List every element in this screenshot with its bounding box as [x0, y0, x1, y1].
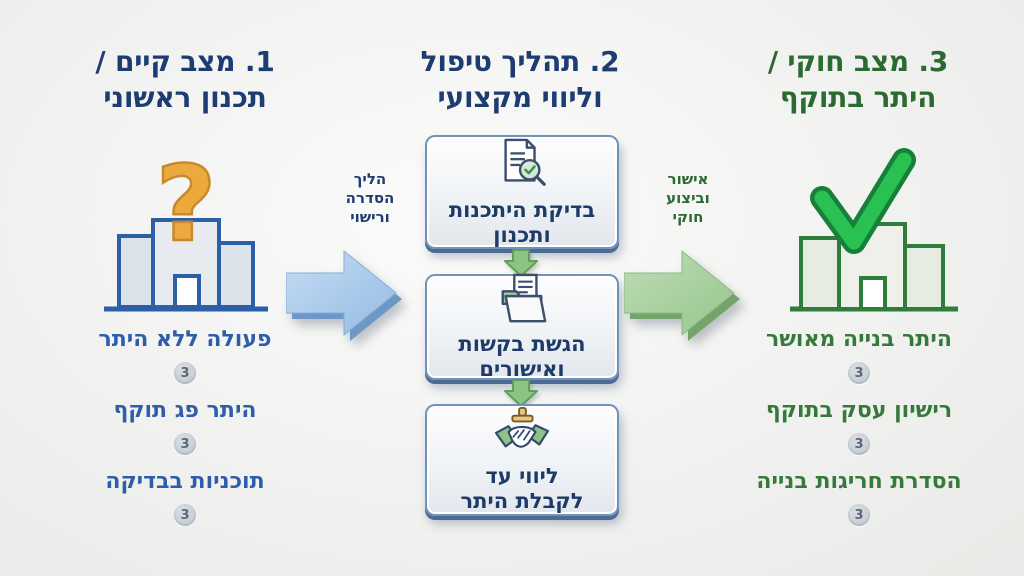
flow-box-feasibility: בדיקת היתכנות ותכנון	[425, 135, 619, 249]
list-item: הסדרת חריגות בנייה	[756, 469, 962, 494]
stage1-title: 1. מצב קיים / תכנון ראשוני	[30, 44, 340, 116]
list-item: תוכניות בבדיקה	[105, 469, 265, 494]
building-question-icon: ?	[100, 142, 274, 320]
stage3-title-line1: 3. מצב חוקי /	[767, 45, 949, 78]
flow-down-arrow-icon	[503, 249, 539, 281]
flow-box-label-line2: ותכנון	[493, 222, 551, 247]
flow-box-label: בדיקת היתכנות ותכנון	[449, 198, 595, 248]
list-item: היתר פג תוקף	[113, 398, 257, 423]
svg-text:?: ?	[156, 146, 216, 265]
transition-label-line2: וביצוע	[666, 189, 710, 207]
flow-down-arrow-icon	[503, 379, 539, 411]
folder-documents-icon	[495, 273, 549, 329]
list-item: רישיון עסק בתוקף	[765, 398, 953, 423]
stage2-title: 2. תהליך טיפול וליווי מקצועי	[365, 44, 675, 116]
flow-box-label-line1: ליווי עד	[485, 463, 559, 488]
count-badge: 3	[848, 433, 870, 455]
count-badge: 3	[174, 433, 196, 455]
stage2-title-line1: 2. תהליך טיפול	[420, 45, 620, 78]
stage3-item-list: היתר בנייה מאושר 3 רישיון עסק בתוקף 3 הס…	[732, 326, 986, 539]
stage1-title-line1: 1. מצב קיים /	[95, 45, 275, 78]
green-right-arrow-icon	[623, 243, 742, 349]
count-badge: 3	[848, 362, 870, 384]
flow-box-escort: ליווי עד לקבלת היתר	[425, 404, 619, 516]
blue-right-arrow-icon	[285, 243, 404, 349]
flow-box-label-line2: ואישורים	[479, 356, 565, 381]
stage3-title-line2: היתר בתוקף	[779, 81, 937, 114]
list-item: פעולה ללא היתר	[98, 327, 272, 352]
transition-label-line2: הסדרה	[345, 189, 395, 207]
transition-label-line3: חוקי	[672, 208, 704, 226]
stage1-item-list: פעולה ללא היתר 3 היתר פג תוקף 3 תוכניות …	[58, 326, 312, 539]
transition-label-line3: ורישוי	[350, 208, 390, 226]
count-badge: 3	[848, 504, 870, 526]
stage3-title: 3. מצב חוקי / היתר בתוקף	[703, 44, 1013, 116]
transition-regulation-label: הליך הסדרה ורישוי	[316, 170, 424, 227]
stage2-title-line2: וליווי מקצועי	[437, 81, 603, 114]
stage1-title-line2: תכנון ראשוני	[103, 81, 267, 114]
flow-box-label-line1: בדיקת היתכנות	[448, 197, 596, 222]
flow-box-label-line1: הגשת בקשות	[458, 331, 586, 356]
count-badge: 3	[174, 504, 196, 526]
transition-label-line1: הליך	[353, 170, 387, 188]
document-check-search-icon	[495, 137, 549, 195]
transition-label-line1: אישור	[667, 170, 709, 188]
building-check-icon	[786, 144, 966, 320]
transition-approval-label: אישור וביצוע חוקי	[634, 170, 742, 227]
count-badge: 3	[174, 362, 196, 384]
flow-box-label-line2: לקבלת היתר	[460, 488, 584, 513]
handshake-stamp-icon	[493, 406, 551, 461]
flow-box-label: ליווי עד לקבלת היתר	[461, 464, 584, 514]
list-item: היתר בנייה מאושר	[765, 327, 953, 352]
flow-box-submissions: הגשת בקשות ואישורים	[425, 273, 619, 382]
flow-box-label: הגשת בקשות ואישורים	[458, 332, 585, 382]
